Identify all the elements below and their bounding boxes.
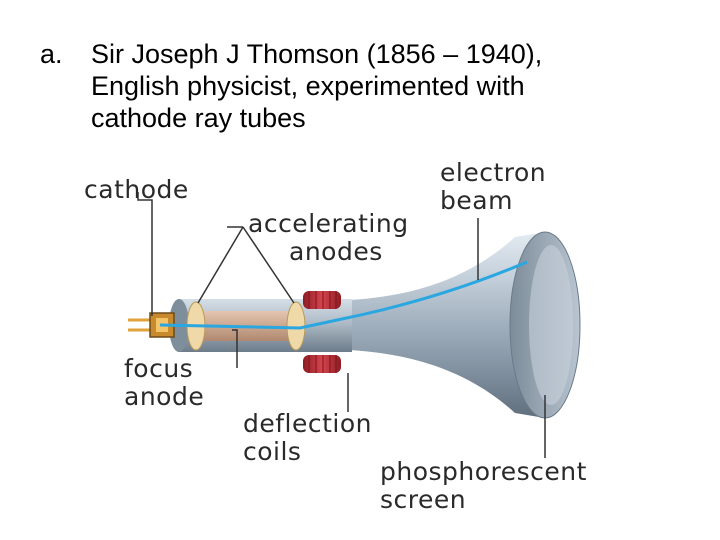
leader-lines	[137, 192, 546, 458]
label-deflection-coils: deflection coils	[243, 410, 372, 466]
label-deflection-line-2: coils	[243, 437, 302, 466]
heading-text: Sir Joseph J Thomson (1856 – 1940), Engl…	[91, 38, 542, 134]
label-electron-line-2: beam	[440, 186, 513, 215]
label-phosphorescent-screen: phosphorescent screen	[380, 458, 587, 514]
label-focus-line-1: focus	[124, 354, 194, 383]
list-marker: a.	[40, 39, 63, 69]
label-accelerating-anodes: accelerating anodes	[248, 210, 409, 266]
label-focus-line-2: anode	[124, 382, 205, 411]
label-electron-beam: electron beam	[440, 159, 546, 215]
heading-line-3: cathode ray tubes	[91, 103, 306, 133]
label-phosphorescent-line-1: phosphorescent	[380, 457, 587, 486]
label-cathode-line-1: cathode	[84, 175, 189, 204]
label-deflection-line-1: deflection	[243, 409, 373, 438]
label-electron-line-1: electron	[440, 158, 547, 187]
label-accelerating-line-1: accelerating	[248, 209, 409, 238]
label-phosphorescent-line-2: screen	[380, 485, 467, 514]
label-accelerating-line-2: anodes	[289, 237, 383, 266]
label-focus-anode: focus anode	[124, 355, 204, 411]
deflection-coil-top	[303, 291, 341, 309]
deflection-coil-bottom	[303, 355, 341, 373]
heading-line-1: Sir Joseph J Thomson (1856 – 1940),	[91, 39, 543, 69]
heading-line-2: English physicist, experimented with	[91, 71, 525, 101]
electron-beam-path	[159, 260, 528, 330]
label-cathode: cathode	[84, 176, 189, 204]
